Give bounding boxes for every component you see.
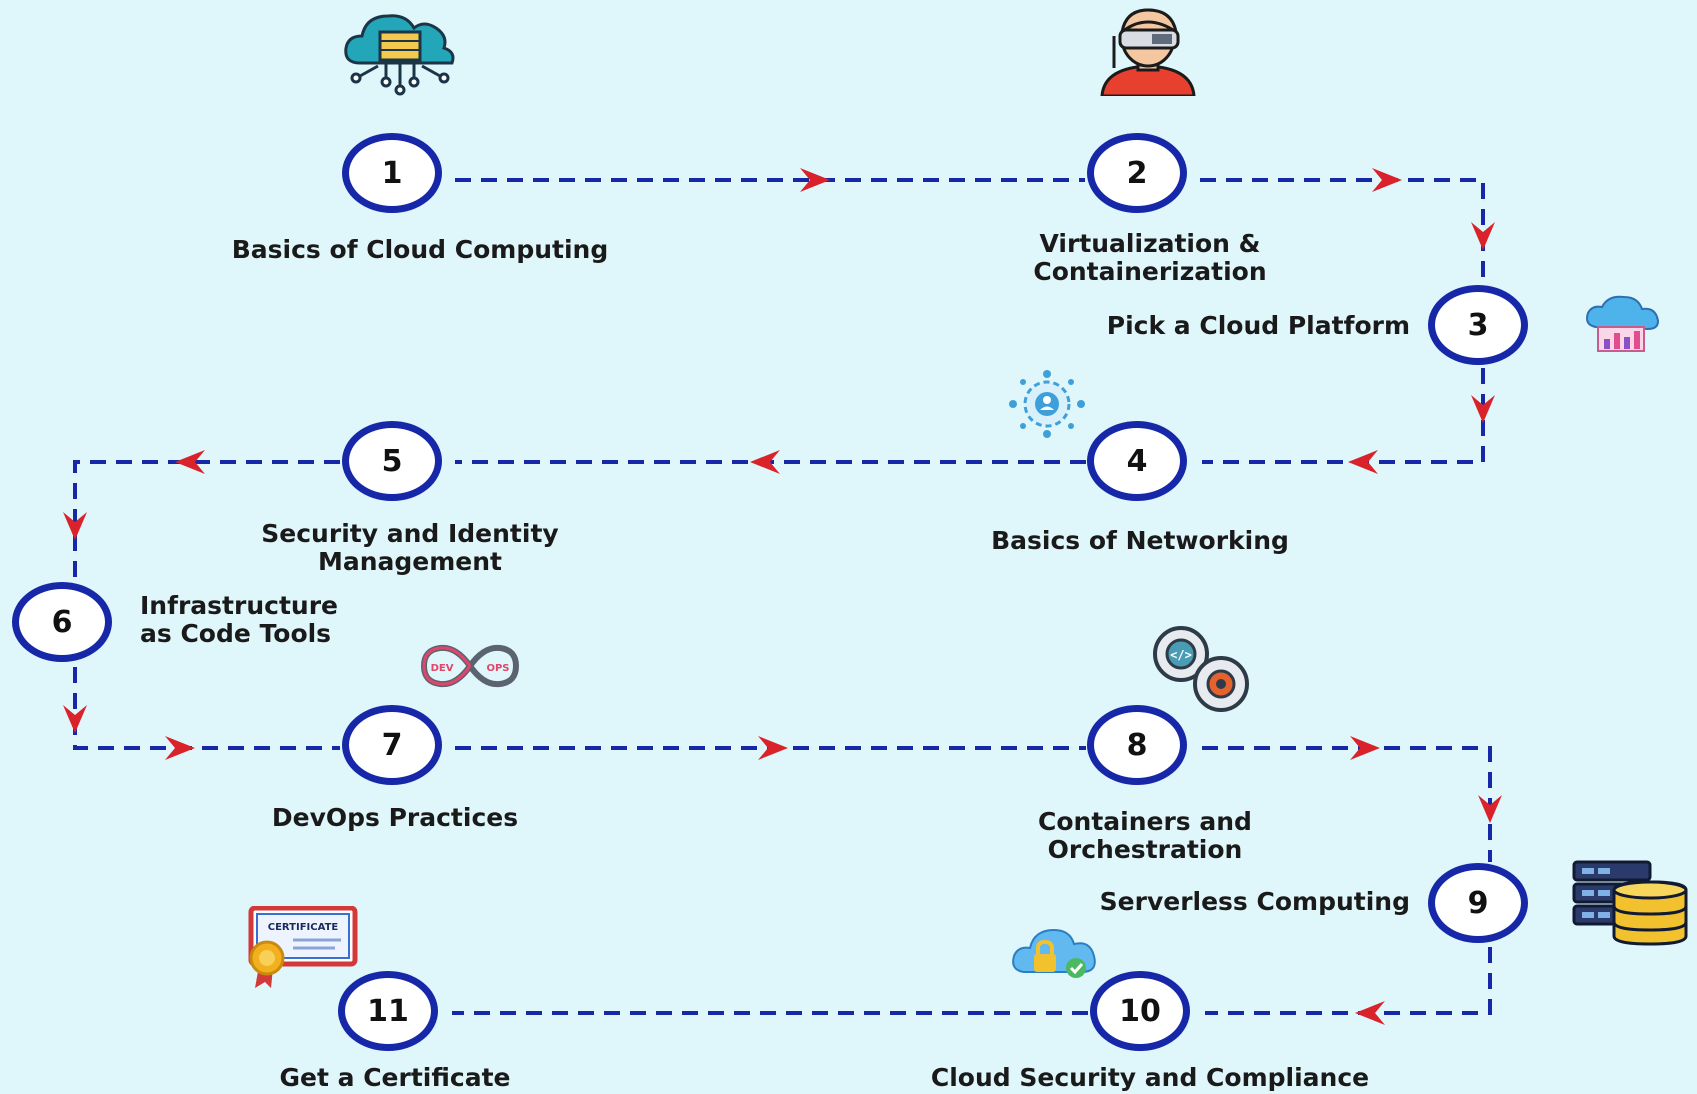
label-line: Management [317,547,503,576]
arrow-left-icon [1355,1001,1385,1025]
label-line: Infrastructure [140,591,338,620]
cloud-server-icon [344,14,455,96]
connector-5-6 [73,460,340,580]
step-6-label: Infrastructure as Code Tools [140,592,400,648]
step-8-label: Containers and Orchestration [980,808,1310,864]
step-4-circle: 4 [1087,421,1187,501]
label-line: Virtualization & [1039,229,1261,258]
connector-8-9 [1202,746,1492,862]
step-9-label: Serverless Computing [990,888,1410,916]
step-11-label: Get a Certificate [230,1064,560,1092]
label-line: Basics of Networking [991,526,1289,555]
arrow-right-icon [165,736,195,760]
certificate-text: CERTIFICATE [268,922,339,933]
step-9-circle: 9 [1428,863,1528,943]
step-5-circle: 5 [342,421,442,501]
devops-dev-text: DEV [431,663,454,674]
step-number: 10 [1119,993,1161,1029]
label-line: Containers and [1038,807,1252,836]
step-8-circle: 8 [1087,705,1187,785]
label-line: Basics of Cloud Computing [231,235,609,264]
vr-headset-person-icon [1100,8,1196,96]
step-number: 9 [1467,885,1489,921]
step-10-label: Cloud Security and Compliance [860,1064,1440,1092]
connector-6-7 [73,667,340,750]
arrow-down-icon [1471,395,1495,423]
devops-loop-icon: DEV OPS [420,644,520,688]
label-line: as Code Tools [140,619,332,648]
arrow-down-icon [63,512,87,540]
label-line: Security and Identity [261,519,559,548]
step-4-label: Basics of Networking [940,527,1340,555]
arrow-right-icon [800,168,830,192]
step-number: 7 [381,727,403,763]
step-2-circle: 2 [1087,133,1187,213]
arrow-left-icon [750,450,780,474]
label-line: Orchestration [1047,835,1243,864]
step-number: 6 [51,604,73,640]
svg-text:</>: </> [1170,648,1192,662]
step-number: 3 [1467,307,1489,343]
arrow-left-icon [175,450,205,474]
gears-code-icon: </> [1153,626,1249,712]
step-1-label: Basics of Cloud Computing [180,236,660,264]
step-number: 11 [367,993,409,1029]
arrow-down-icon [1478,795,1502,823]
connector-3-4 [1202,368,1485,464]
cloud-analytics-icon [1586,295,1660,352]
step-2-label: Virtualization & Containerization [980,230,1320,286]
label-line: Cloud Security and Compliance [930,1063,1370,1092]
step-7-circle: 7 [342,705,442,785]
step-6-circle: 6 [12,582,112,662]
arrow-right-icon [1372,168,1402,192]
step-3-circle: 3 [1428,285,1528,365]
step-10-circle: 10 [1090,971,1190,1051]
certificate-icon: CERTIFICATE [248,906,358,988]
step-1-circle: 1 [342,133,442,213]
arrow-down-icon [63,705,87,733]
arrow-right-icon [758,736,788,760]
arrow-left-icon [1348,450,1378,474]
step-number: 8 [1126,727,1148,763]
step-3-label: Pick a Cloud Platform [1000,312,1410,340]
step-5-label: Security and Identity Management [200,520,620,576]
cloud-lock-icon [1012,928,1096,978]
devops-ops-text: OPS [486,663,509,674]
step-number: 2 [1126,155,1148,191]
label-line: DevOps Practices [271,803,519,832]
step-7-label: DevOps Practices [230,804,560,832]
arrow-right-icon [1350,736,1380,760]
label-line: Serverless Computing [1099,887,1410,916]
label-line: Pick a Cloud Platform [1106,311,1410,340]
label-line: Containerization [1033,257,1267,286]
arrow-down-icon [1471,222,1495,250]
step-number: 4 [1126,443,1148,479]
step-number: 1 [381,155,403,191]
step-number: 5 [381,443,403,479]
connector-9-10 [1205,947,1492,1015]
step-11-circle: 11 [338,971,438,1051]
label-line: Get a Certificate [279,1063,511,1092]
network-user-icon [1009,370,1085,438]
server-database-icon [1572,860,1688,946]
